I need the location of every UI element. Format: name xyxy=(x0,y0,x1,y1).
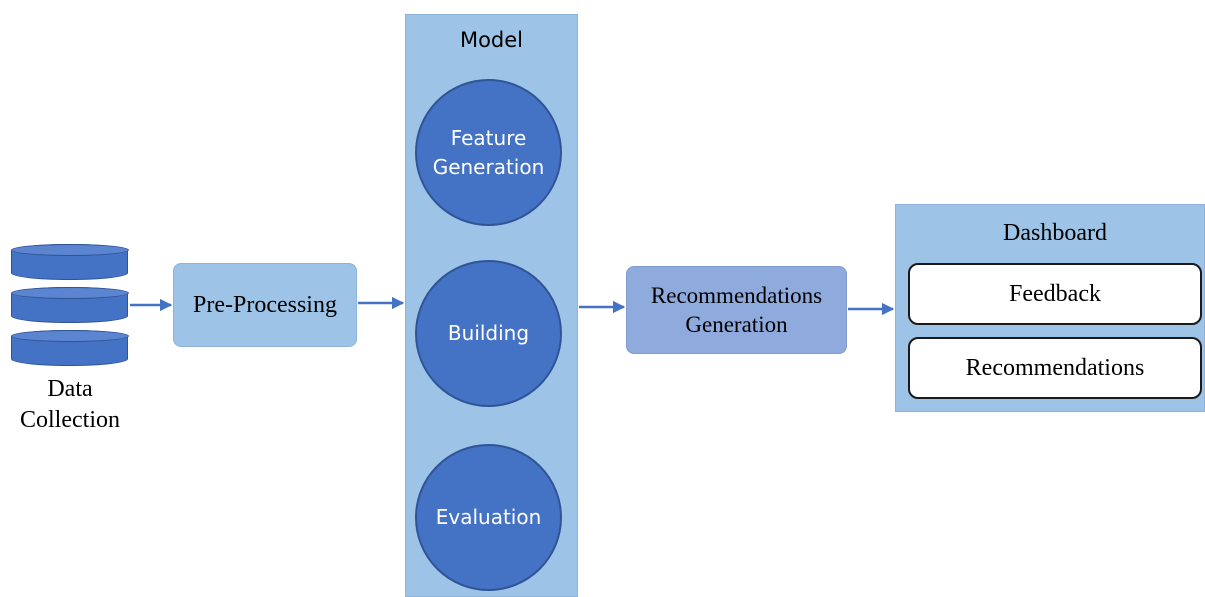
pre-processing-label: Pre-Processing xyxy=(193,291,337,318)
dashboard-item-recommendations-label: Recommendations xyxy=(965,354,1145,381)
pre-processing-box: Pre-Processing xyxy=(173,263,357,347)
database-disk-bottom xyxy=(10,329,129,366)
model-step-building: Building xyxy=(415,260,562,407)
recommendations-generation-box: Recommendations Generation xyxy=(626,266,847,354)
model-step-feature-generation: Feature Generation xyxy=(415,79,562,226)
data-collection-label: Data Collection xyxy=(20,376,120,433)
dashboard-item-recommendations: Recommendations xyxy=(908,337,1202,399)
model-title: Model xyxy=(459,28,524,52)
recommendations-generation-label: Recommendations Generation xyxy=(650,283,823,337)
model-step-evaluation: Evaluation xyxy=(415,444,562,591)
database-disk-middle xyxy=(10,286,129,323)
database-disk-top xyxy=(10,243,129,280)
database-icon xyxy=(0,0,140,370)
data-collection-node: Data Collection xyxy=(0,0,140,440)
dashboard-item-feedback-label: Feedback xyxy=(1009,280,1101,307)
dashboard-item-feedback: Feedback xyxy=(908,263,1202,325)
dashboard-title: Dashboard xyxy=(1003,220,1107,246)
